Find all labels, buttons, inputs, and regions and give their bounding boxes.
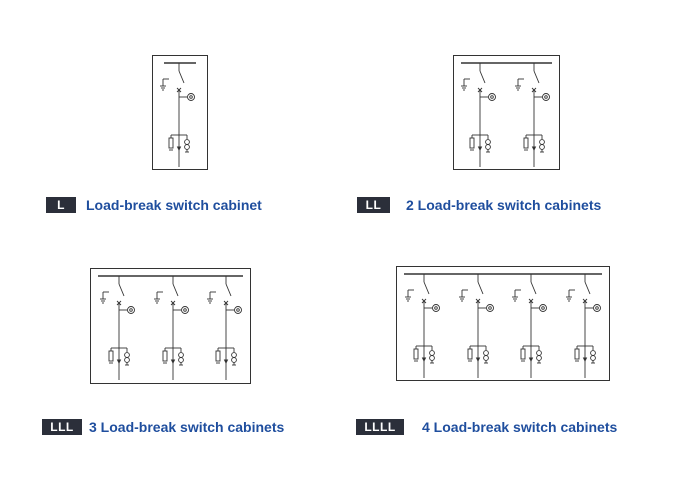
diagram-lll xyxy=(90,268,251,384)
caption-l: L Load-break switch cabinet xyxy=(46,197,262,213)
feeder-unit xyxy=(515,63,550,167)
panel-title: Load-break switch cabinet xyxy=(86,197,262,213)
feeder-unit xyxy=(459,274,494,378)
feeder-unit xyxy=(160,63,195,167)
caption-llll: LLLL 4 Load-break switch cabinets xyxy=(356,419,617,435)
panel-ll xyxy=(453,55,560,170)
code-badge: LLL xyxy=(42,419,82,435)
panel-title: 3 Load-break switch cabinets xyxy=(89,419,285,435)
feeder-unit xyxy=(154,276,189,380)
caption-ll: LL 2 Load-break switch cabinets xyxy=(357,197,601,213)
feeder-unit xyxy=(207,276,242,380)
code-badge: L xyxy=(46,197,76,213)
panel-l xyxy=(152,55,208,170)
cabinet-frame xyxy=(90,268,251,384)
cabinet-frame xyxy=(453,55,560,170)
diagram-l xyxy=(152,55,208,170)
panel-llll xyxy=(396,266,610,381)
diagram-llll xyxy=(396,266,610,381)
diagram-ll xyxy=(453,55,560,170)
cabinet-frame xyxy=(152,55,208,170)
feeder-unit xyxy=(566,274,601,378)
panel-lll xyxy=(90,268,251,384)
feeder-unit xyxy=(461,63,496,167)
code-badge: LL xyxy=(357,197,390,213)
panel-title: 4 Load-break switch cabinets xyxy=(422,419,618,435)
panel-title: 2 Load-break switch cabinets xyxy=(406,197,602,213)
cabinet-frame xyxy=(396,266,610,381)
feeder-unit xyxy=(100,276,135,380)
feeder-unit xyxy=(405,274,440,378)
feeder-unit xyxy=(512,274,547,378)
code-badge: LLLL xyxy=(356,419,404,435)
caption-lll: LLL 3 Load-break switch cabinets xyxy=(42,419,284,435)
